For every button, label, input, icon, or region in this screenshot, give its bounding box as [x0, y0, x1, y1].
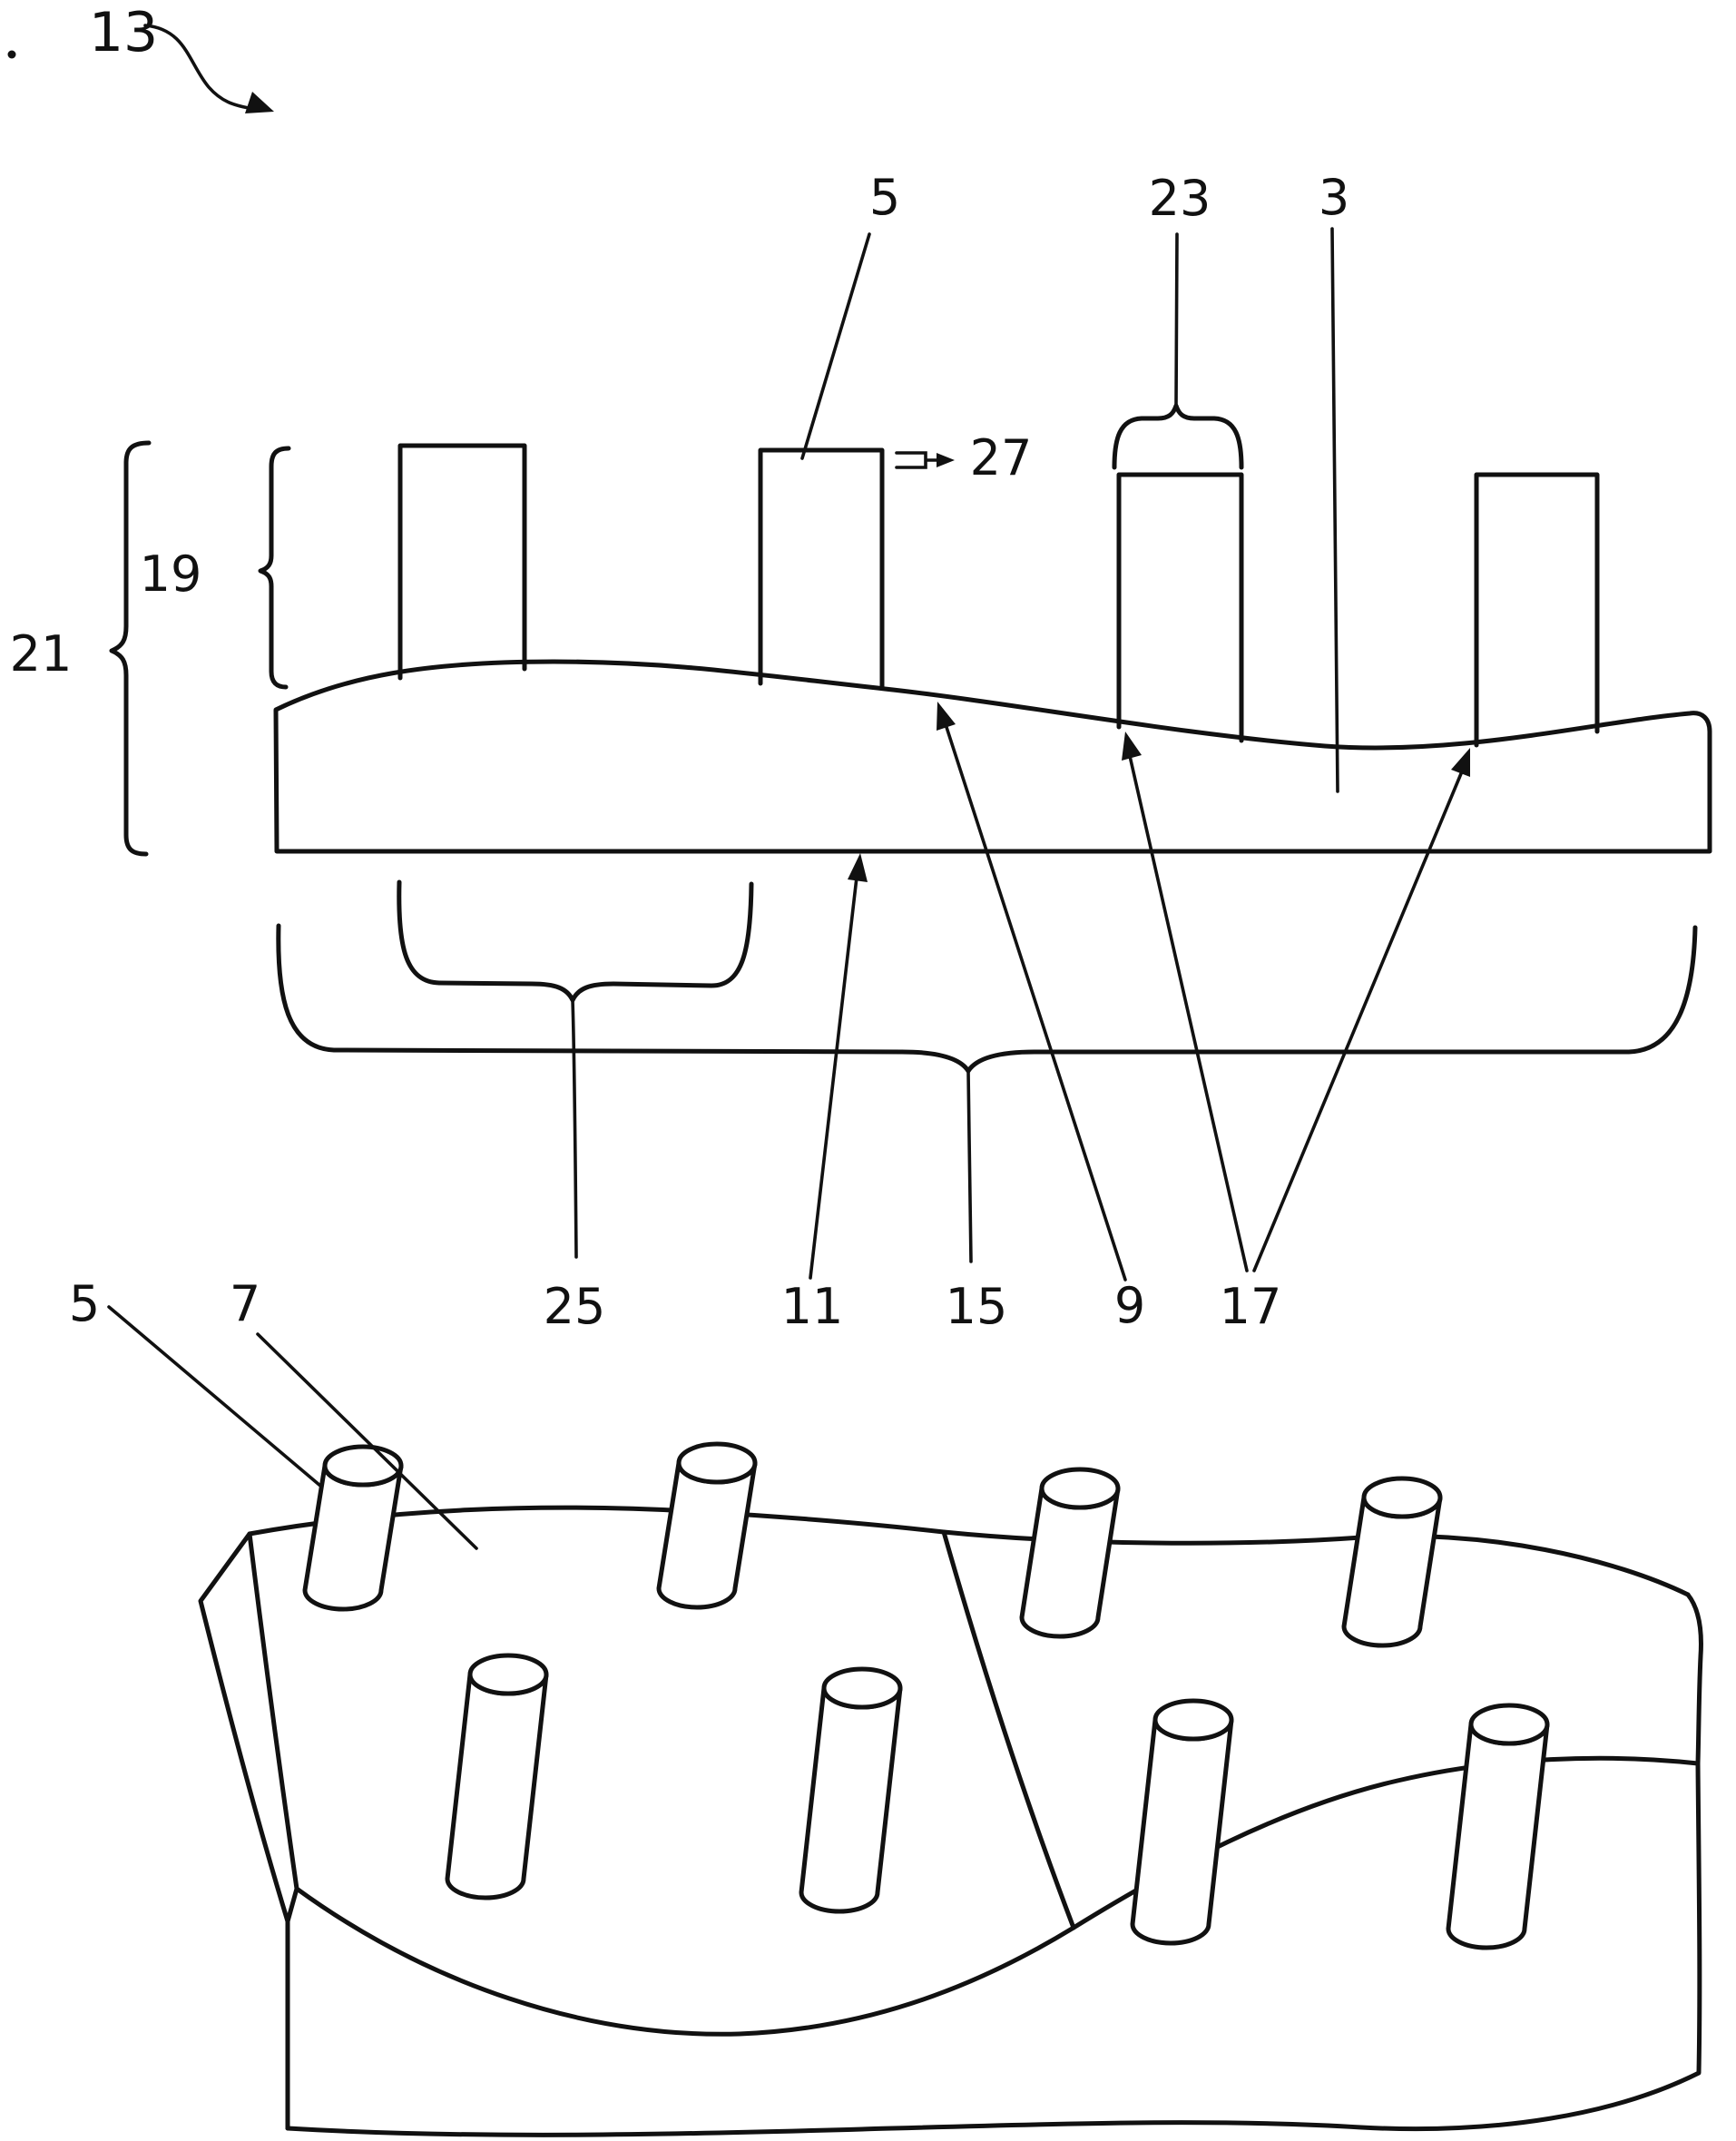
cylinder-front-row — [445, 1653, 1550, 1950]
perspective-view: 5 7 — [69, 1275, 1703, 2137]
ref9-arrowhead-icon — [937, 702, 956, 731]
ref-label-11: 11 — [781, 1278, 844, 1335]
cylinder — [1019, 1467, 1121, 1639]
slab-left-end-face — [198, 1531, 299, 2131]
substrate-slab — [273, 659, 1712, 854]
cross-section-view: 13 5 23 3 27 19 21 — [7, 1, 1712, 1335]
pillar-3 — [1116, 472, 1244, 743]
ref27-bracket — [895, 451, 927, 469]
brace-19 — [258, 446, 291, 690]
ref17-arrowhead-left-icon — [1122, 732, 1142, 761]
ref-label-9: 9 — [1114, 1277, 1145, 1334]
ref-label-23: 23 — [1149, 170, 1211, 227]
ref-label-3: 3 — [1319, 169, 1349, 226]
cylinder — [445, 1653, 549, 1900]
pillar-1 — [397, 443, 527, 681]
ref-label-5-bottom: 5 — [69, 1275, 100, 1332]
ref5-top-leader — [800, 232, 871, 460]
pillar-4 — [1474, 472, 1600, 748]
underbrace-25 — [397, 879, 754, 1003]
underbrace-25-stem — [571, 998, 578, 1259]
underbrace-15-stem — [966, 1069, 973, 1263]
ref3-leader — [1330, 227, 1339, 793]
ref-label-19: 19 — [140, 545, 202, 603]
slab-front-bottom-edge — [285, 1761, 1702, 2137]
cylinder — [656, 1441, 758, 1610]
ref11-arrowhead-icon — [848, 853, 868, 882]
cylinder — [302, 1444, 404, 1612]
cylinder — [1446, 1703, 1550, 1950]
slab-front-top-edge-left — [294, 1886, 1076, 2037]
ref27-arrowhead-icon — [937, 453, 955, 467]
ref-label-27: 27 — [970, 429, 1033, 486]
ref-label-15: 15 — [946, 1278, 1008, 1335]
ref9-leader — [943, 720, 1127, 1282]
stray-ink-dot — [7, 50, 16, 59]
ref17-leader-right — [1252, 770, 1464, 1272]
ref23-overbrace — [1112, 403, 1244, 470]
cylinder — [1341, 1476, 1443, 1648]
ref-label-25: 25 — [544, 1278, 606, 1335]
ref13-arrow-line — [143, 24, 250, 110]
slab-middle-division-edge — [941, 1529, 1076, 1930]
underbrace-15 — [276, 923, 1698, 1074]
ref-label-5-top: 5 — [869, 169, 900, 226]
ref-label-7: 7 — [230, 1275, 260, 1332]
ref23-leader — [1174, 232, 1179, 407]
ref13-arrowhead-icon — [245, 92, 274, 113]
ref-label-21: 21 — [10, 625, 73, 683]
ref17-leader-left — [1128, 754, 1249, 1272]
cylinder — [799, 1666, 903, 1914]
ref27-marker — [895, 451, 955, 469]
ref7-leader — [256, 1332, 478, 1550]
cylinder — [1130, 1698, 1234, 1946]
ref5-bottom-leader — [107, 1305, 322, 1488]
ref17-arrowhead-right-icon — [1451, 748, 1470, 777]
ref-label-17: 17 — [1220, 1278, 1282, 1335]
slab-right-end-edge — [1685, 1592, 1703, 1766]
cylinder-back-row — [302, 1441, 1443, 1648]
brace-21 — [109, 440, 152, 857]
ref-label-13: 13 — [89, 1, 158, 64]
pillar-2 — [758, 447, 885, 691]
ref11-leader — [809, 868, 859, 1280]
